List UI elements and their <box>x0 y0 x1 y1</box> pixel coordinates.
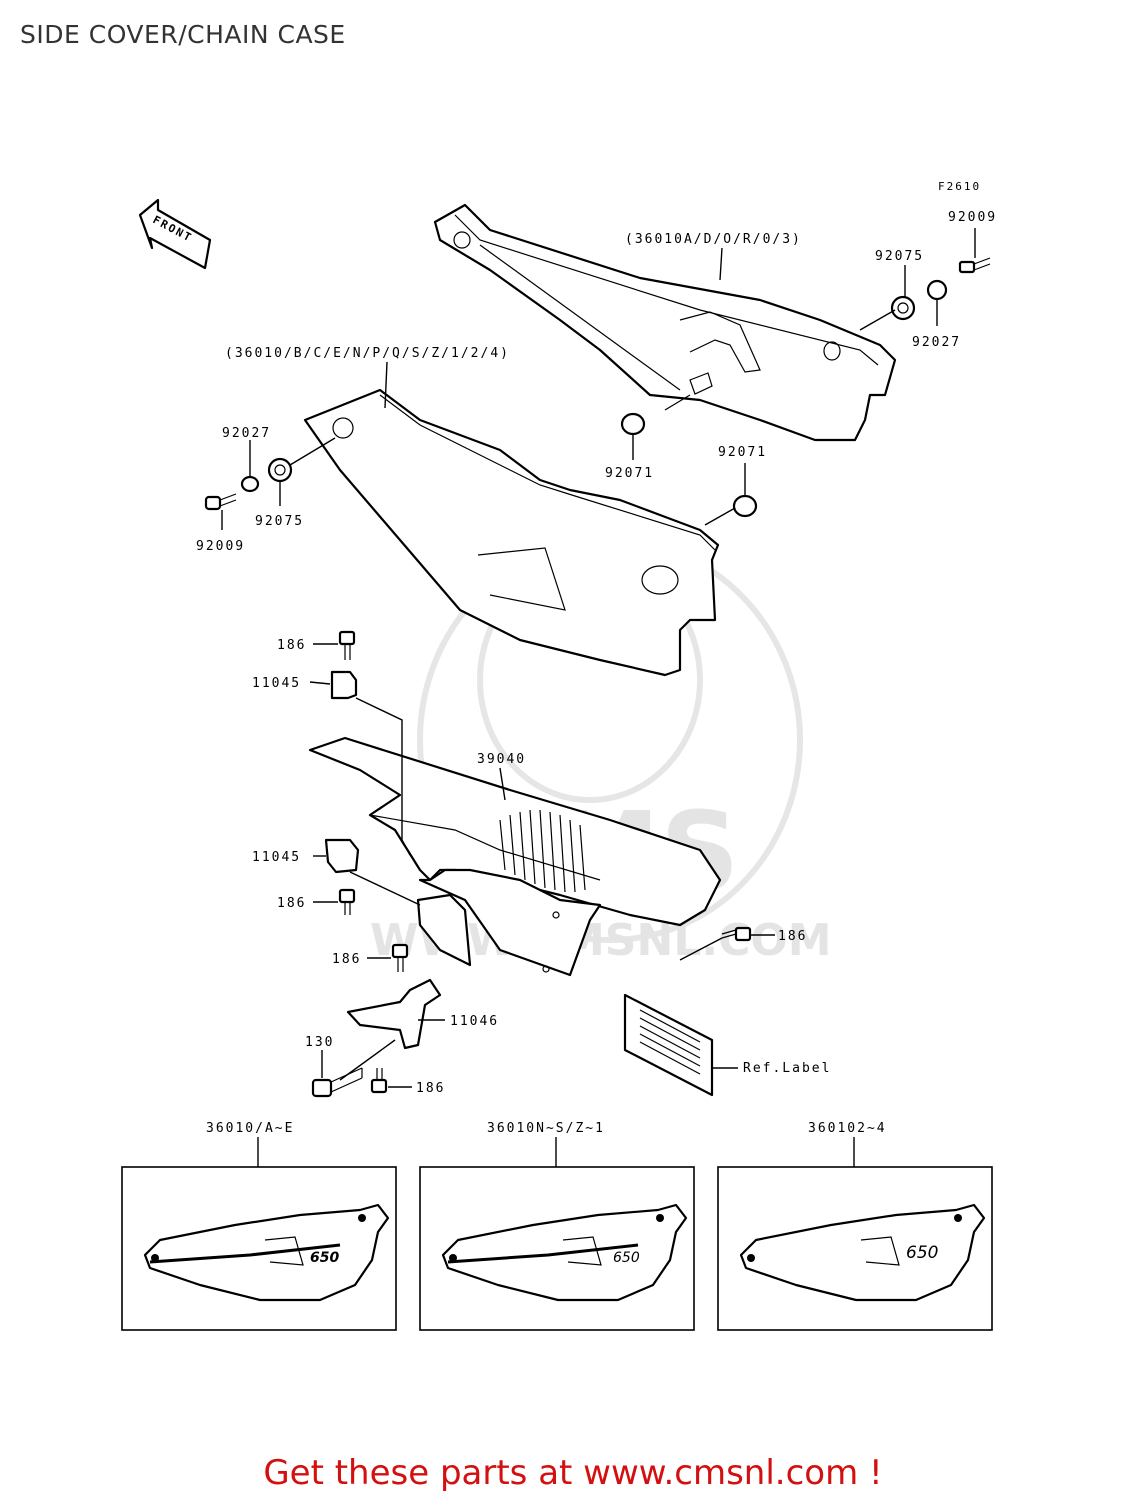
variant-box-2: 650 <box>419 1166 695 1331</box>
callout-186-d: 186 <box>332 952 361 967</box>
variant-label-1: 36010/A~E <box>206 1121 294 1136</box>
callout-92027-right: 92027 <box>912 335 961 350</box>
left-side-cover <box>303 388 720 677</box>
variant-label-3: 360102~4 <box>808 1121 887 1136</box>
callout-186-b: 186 <box>277 896 306 911</box>
callout-92071-a: 92071 <box>605 466 654 481</box>
bolt-130 <box>311 1067 363 1098</box>
callout-92075-right: 92075 <box>875 249 924 264</box>
callout-92009-right: 92009 <box>948 210 997 225</box>
clamp-11045-b <box>324 838 360 874</box>
bolts-186 <box>338 630 752 1094</box>
callout-186-a: 186 <box>277 638 306 653</box>
callout-labels: (36010A/D/O/R/0/3) (36010/B/C/E/N/P/Q/S/… <box>196 210 997 1096</box>
page-title: SIDE COVER/CHAIN CASE <box>20 20 346 49</box>
callout-92009-left: 92009 <box>196 539 245 554</box>
callout-lh-cover: (36010/B/C/E/N/P/Q/S/Z/1/2/4) <box>225 346 510 361</box>
hardware-right <box>620 257 991 518</box>
callout-rh-cover: (36010A/D/O/R/0/3) <box>625 232 802 247</box>
callout-11046: 11046 <box>450 1014 499 1029</box>
variant-label-2: 36010N~S/Z~1 <box>487 1121 605 1136</box>
ref-label-plate <box>623 993 714 1097</box>
variant-1-logo: 650 <box>310 1250 339 1266</box>
callout-ref-label: Ref.Label <box>743 1061 831 1076</box>
callout-130: 130 <box>305 1035 334 1050</box>
right-side-cover <box>433 203 897 442</box>
front-arrow-icon: FRONT <box>138 198 212 270</box>
chain-case-ribs <box>499 809 586 893</box>
footer-cta[interactable]: Get these parts at www.cmsnl.com ! <box>263 1453 883 1493</box>
variant-2-logo: 650 <box>613 1250 640 1266</box>
callout-186-c: 186 <box>778 929 807 944</box>
callout-92075-left: 92075 <box>255 514 304 529</box>
callout-186-e: 186 <box>416 1081 445 1096</box>
figure-code: F2610 <box>938 180 981 193</box>
callout-39040: 39040 <box>477 752 526 767</box>
chain-case <box>308 736 722 977</box>
callout-92027-left: 92027 <box>222 426 271 441</box>
leader-lines <box>221 228 976 1167</box>
variant-box-1: 650 <box>121 1166 397 1331</box>
callout-11045-a: 11045 <box>252 676 301 691</box>
variant-3-logo: 650 <box>906 1243 938 1263</box>
bracket-11046 <box>346 978 442 1050</box>
variant-box-3: 650 <box>717 1166 993 1331</box>
callout-11045-b: 11045 <box>252 850 301 865</box>
hardware-left <box>204 457 293 511</box>
callout-92071-b: 92071 <box>718 445 767 460</box>
clamp-11045-a <box>330 670 358 700</box>
